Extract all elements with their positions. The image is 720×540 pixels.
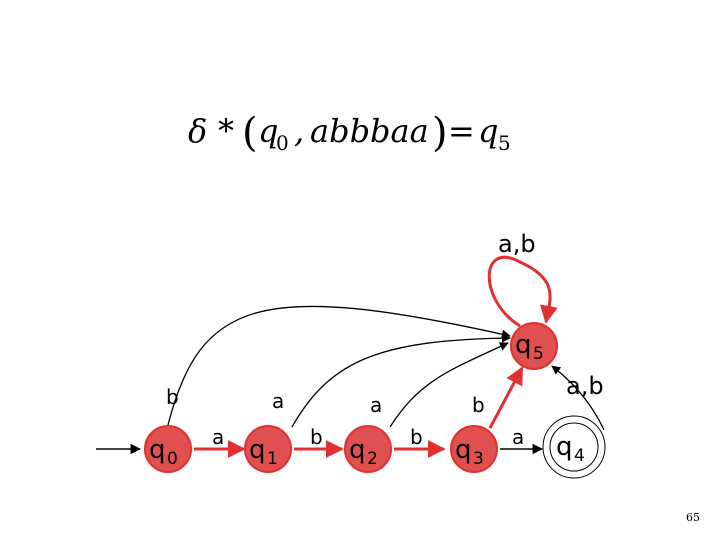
state-q2: q 2 (344, 425, 392, 473)
edge-q3-q5 (488, 366, 524, 429)
label-q5-loop: a,b (498, 230, 536, 258)
state-q2-sub: 2 (367, 449, 378, 469)
formula-lparen: ( (242, 110, 258, 156)
formula-comma: , (294, 112, 304, 150)
state-q4-sub: 4 (574, 446, 585, 466)
state-q1: q 1 (244, 425, 292, 473)
state-q2-letter: q (349, 435, 366, 465)
formula-state: q (258, 112, 278, 150)
formula-equals: = (448, 112, 475, 150)
edge-q2-q5 (389, 342, 509, 428)
state-q4: q 4 (542, 415, 606, 479)
state-q1-circle (244, 425, 292, 473)
state-q4-letter: q (556, 432, 573, 462)
formula-star: * (218, 112, 234, 150)
label-q4-q5: a,b (566, 372, 604, 400)
state-q3-circle (450, 425, 498, 473)
label-q3-q4: a (512, 425, 524, 449)
formula-result-sub: 5 (498, 131, 511, 155)
state-q0: q 0 (144, 425, 192, 473)
label-q1-q5: a (272, 389, 284, 413)
edge-q5-loop (487, 255, 558, 328)
label-q3-q5: b (472, 393, 485, 417)
state-q4-circle (549, 422, 599, 472)
state-q1-letter: q (249, 435, 266, 465)
formula-word: abbbaa (310, 112, 429, 150)
state-q5-circle (510, 322, 558, 370)
page-number: 65 (686, 511, 700, 524)
edge-q0-q5 (167, 305, 511, 426)
state-q2-circle (344, 425, 392, 473)
state-q0-circle (144, 425, 192, 473)
label-q1-q2: b (310, 425, 323, 449)
label-q0-q1: a (212, 425, 224, 449)
state-q5-sub: 5 (533, 344, 544, 364)
edge-q4-q5 (551, 365, 605, 431)
state-q5-letter: q (515, 330, 532, 360)
label-q0-q5: b (166, 385, 179, 409)
state-q3-letter: q (455, 435, 472, 465)
state-q3: q 3 (450, 425, 498, 473)
state-q1-sub: 1 (267, 449, 278, 469)
label-q2-q5: a (370, 393, 382, 417)
formula-state-sub: 0 (276, 131, 289, 155)
formula-rparen: ) (432, 110, 448, 156)
formula-result: q (478, 112, 498, 150)
state-q0-sub: 0 (167, 449, 178, 469)
state-q0-letter: q (149, 435, 166, 465)
state-q3-sub: 3 (473, 449, 484, 469)
edge-q1-q5 (291, 333, 511, 428)
state-q5: q 5 (510, 322, 558, 370)
formula-delta: δ (188, 112, 207, 150)
label-q2-q3: b (410, 425, 423, 449)
extended-transition-formula: δ * ( q 0 , abbbaa ) = q 5 (188, 110, 511, 156)
